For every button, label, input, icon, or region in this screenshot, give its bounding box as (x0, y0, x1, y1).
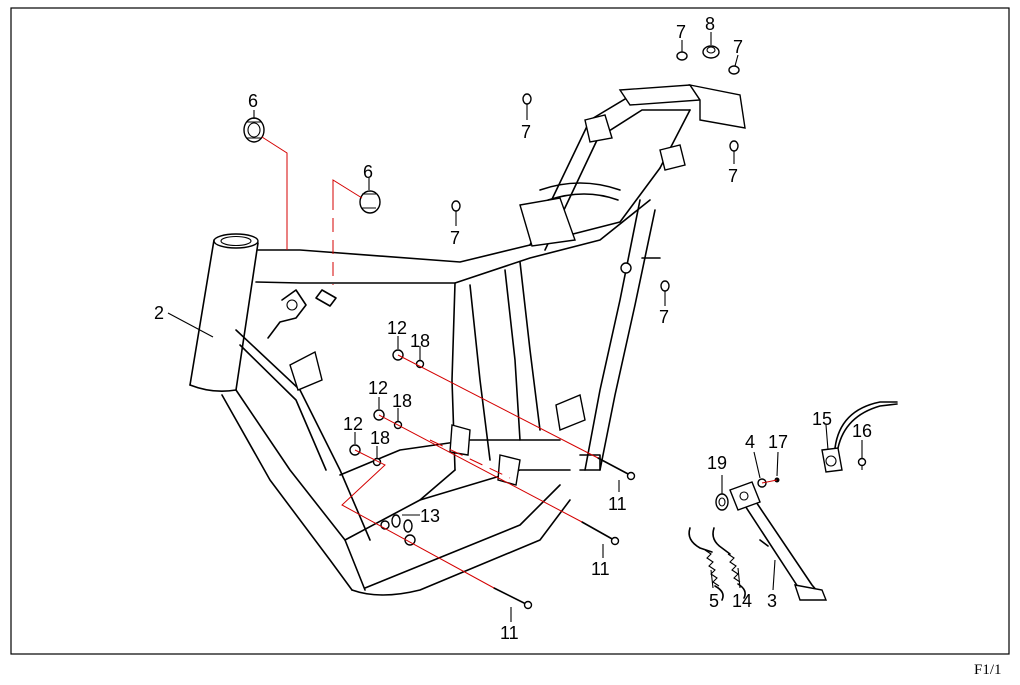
label-bolt-upper: 11 (608, 494, 627, 514)
cap-6-left (243, 117, 265, 143)
label-washer-lower: 18 (370, 428, 390, 448)
label-nut-upper: 12 (387, 318, 407, 338)
label-grommet-mid-right: 7 (659, 307, 669, 327)
cap-6-center (359, 190, 381, 214)
sheet-number: F1/1 (974, 662, 1002, 678)
label-switch-screw: 16 (852, 421, 872, 441)
label-side-stand: 3 (767, 591, 777, 611)
rubber-plug-8 (702, 45, 720, 59)
side-stand-switch (821, 401, 898, 473)
label-pivot-bolt: 4 (745, 432, 755, 452)
label-frame: 2 (154, 303, 164, 323)
label-nut-lower: 12 (343, 414, 363, 434)
grommets-7 (451, 51, 740, 292)
label-grommet-right: 7 (728, 166, 738, 186)
nuts-and-washers (349, 349, 425, 533)
callout-numbers: 2 3 4 5 6 6 7 8 7 7 7 7 7 11 11 11 12 18… (154, 14, 872, 643)
side-stand (729, 481, 828, 601)
spring-5 (688, 527, 724, 601)
label-collar: 13 (420, 506, 440, 526)
label-cotter-pin: 17 (768, 432, 788, 452)
label-grommet-top-left: 7 (676, 22, 686, 42)
label-bolt-lower: 11 (500, 623, 519, 643)
label-rubber-plug: 8 (705, 14, 715, 34)
label-grommet-center: 7 (521, 122, 531, 142)
stand-nut-19 (715, 493, 729, 511)
callout-leaders (167, 32, 863, 622)
label-cap-center: 6 (363, 162, 373, 182)
label-grommet-mid-left: 7 (450, 228, 460, 248)
label-grommet-top-right: 7 (733, 37, 743, 57)
label-bolt-middle: 11 (591, 559, 610, 579)
label-stand-nut: 19 (707, 453, 727, 473)
label-washer-upper: 18 (410, 331, 430, 351)
label-stand-switch: 15 (812, 409, 832, 429)
label-washer-middle: 18 (392, 391, 412, 411)
engine-bolt-middle (581, 521, 620, 546)
label-spring-b: 14 (732, 591, 752, 611)
leader-lines (261, 136, 778, 589)
label-spring-a: 5 (709, 591, 719, 611)
engine-bolt-lower (493, 587, 533, 610)
main-frame (189, 83, 746, 596)
engine-bolt-upper (597, 457, 636, 481)
switch-screw (857, 457, 867, 470)
label-cap-left: 6 (248, 91, 258, 111)
drawing-border (10, 7, 1010, 655)
label-nut-middle: 12 (368, 378, 388, 398)
